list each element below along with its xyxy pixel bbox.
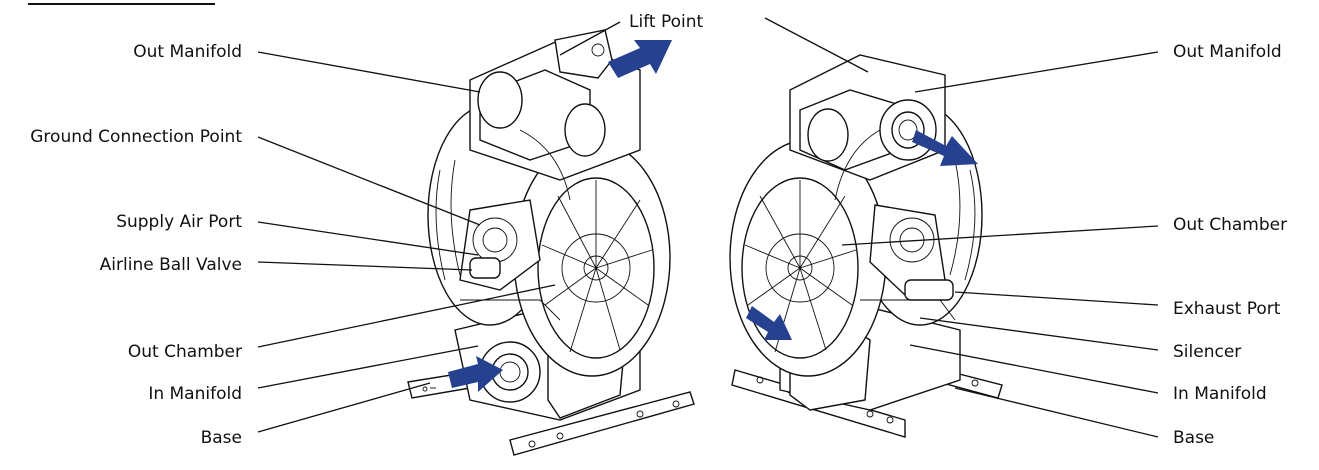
label-left-out-chamber: Out Chamber xyxy=(128,342,242,362)
pump-drawing-right xyxy=(729,54,1003,438)
label-left-base: Base xyxy=(201,428,242,448)
arrow-flow-icon xyxy=(448,40,978,392)
label-left-supply-air-port: Supply Air Port xyxy=(116,212,242,232)
label-left-ground-connection: Ground Connection Point xyxy=(30,127,242,147)
label-left-in-manifold: In Manifold xyxy=(148,384,242,404)
leader-lines xyxy=(257,17,1159,438)
right-labels: Out Manifold Out Chamber Exhaust Port Si… xyxy=(1173,42,1287,448)
label-left-out-manifold: Out Manifold xyxy=(133,42,242,62)
label-right-base: Base xyxy=(1173,428,1214,448)
label-right-in-manifold: In Manifold xyxy=(1173,384,1267,404)
label-right-out-chamber: Out Chamber xyxy=(1173,215,1287,235)
label-left-airline-ball-valve: Airline Ball Valve xyxy=(100,255,242,275)
label-lift-point: Lift Point xyxy=(629,12,703,32)
label-right-exhaust-port: Exhaust Port xyxy=(1173,299,1281,319)
label-right-silencer: Silencer xyxy=(1173,342,1241,362)
label-right-out-manifold: Out Manifold xyxy=(1173,42,1282,62)
pump-drawing-left xyxy=(407,29,695,456)
left-labels: Out Manifold Ground Connection Point Sup… xyxy=(30,42,242,448)
